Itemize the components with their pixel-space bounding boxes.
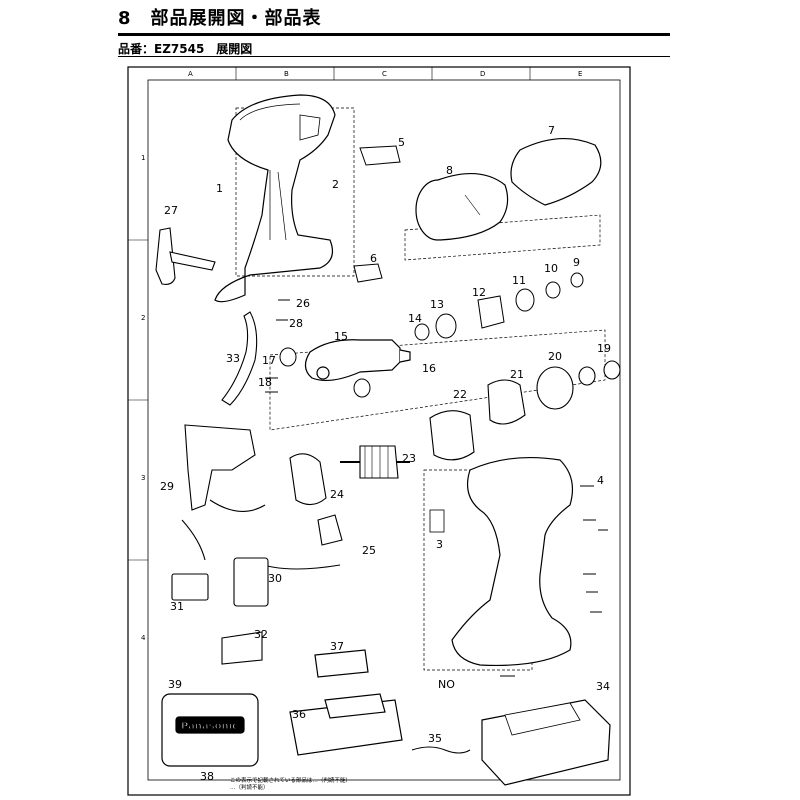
hammer-case [304,339,411,382]
callout-31: 31 [170,600,184,613]
gear-parts [414,272,584,341]
grid-col-d: D [480,70,485,78]
callout-24: 24 [330,488,344,501]
gear-case [429,360,621,461]
callout-1: 1 [216,182,223,195]
title-rule [118,33,670,36]
callout-6: 6 [370,252,377,265]
callout-no: NO [438,678,455,691]
grid-row-4: 4 [141,634,146,642]
callout-39: 39 [168,678,182,691]
diagram-subtitle: 品番：EZ7545 展開図 [118,42,253,56]
callout-34: 34 [596,680,610,693]
carrying-case: Panasonic [161,693,259,767]
callout-36: 36 [292,708,306,721]
front-cover [415,137,602,241]
callout-10: 10 [544,262,558,275]
grid-col-e: E [578,70,582,78]
plate-parts [353,145,401,283]
callout-17: 17 [262,354,276,367]
callout-8: 8 [446,164,453,177]
callout-28: 28 [289,317,303,330]
grid-col-b: B [284,70,289,78]
callout-9: 9 [573,256,580,269]
callout-15: 15 [334,330,348,343]
callout-30: 30 [268,572,282,585]
subtitle-rule [118,56,670,57]
brush-holder [289,453,343,546]
bearings [279,347,371,398]
brand-logo: Panasonic [181,721,238,732]
callout-14: 14 [408,312,422,325]
callout-27: 27 [164,204,178,217]
grid-row-1: 1 [141,154,145,162]
diagram-inner-frame [147,79,621,781]
callout-11: 11 [512,274,526,287]
callout-2: 2 [332,178,339,191]
grid-columns: A B C D E [188,67,582,80]
grid-col-a: A [188,70,193,78]
callout-29: 29 [160,480,174,493]
callout-4: 4 [597,474,604,487]
grid-col-c: C [382,70,387,78]
grid-row-3: 3 [141,474,145,482]
grid-row-2: 2 [141,314,145,322]
callout-37: 37 [330,640,344,653]
page-title: 8 部品展開図・部品表 [118,8,322,29]
callout-22: 22 [453,388,467,401]
housing-left-half [214,94,336,303]
callout-3: 3 [436,538,443,551]
callout-38: 38 [200,770,214,783]
switch-assembly [171,424,341,601]
callout-25: 25 [362,544,376,557]
diagram-frame [127,66,631,796]
grid-rows: 1 2 3 4 [128,154,148,642]
battery-charger [481,699,611,786]
callout-23: 23 [402,452,416,465]
footnote-text: この表示で記載されている部品は…（判読不能） …（判読不能） [230,778,351,791]
callout-33: 33 [226,352,240,365]
armature [340,445,410,479]
jumper-lead [411,746,471,754]
callout-20: 20 [548,350,562,363]
callout-13: 13 [430,298,444,311]
callout-21: 21 [510,368,524,381]
callout-32: 32 [254,628,268,641]
battery-pack [289,649,403,756]
callout-16: 16 [422,362,436,375]
callout-5: 5 [398,136,405,149]
housing-right-half [429,456,573,666]
callout-19: 19 [597,342,611,355]
callout-7: 7 [548,124,555,137]
screws [265,299,608,677]
callout-12: 12 [472,286,486,299]
belt-hook [155,227,216,285]
callouts: 1 2 5 7 8 6 9 10 11 12 13 14 15 16 17 18… [160,124,611,783]
callout-18: 18 [258,376,272,389]
controller-board [221,557,269,665]
callout-35: 35 [428,732,442,745]
callout-26: 26 [296,297,310,310]
hand-strap [221,311,258,406]
